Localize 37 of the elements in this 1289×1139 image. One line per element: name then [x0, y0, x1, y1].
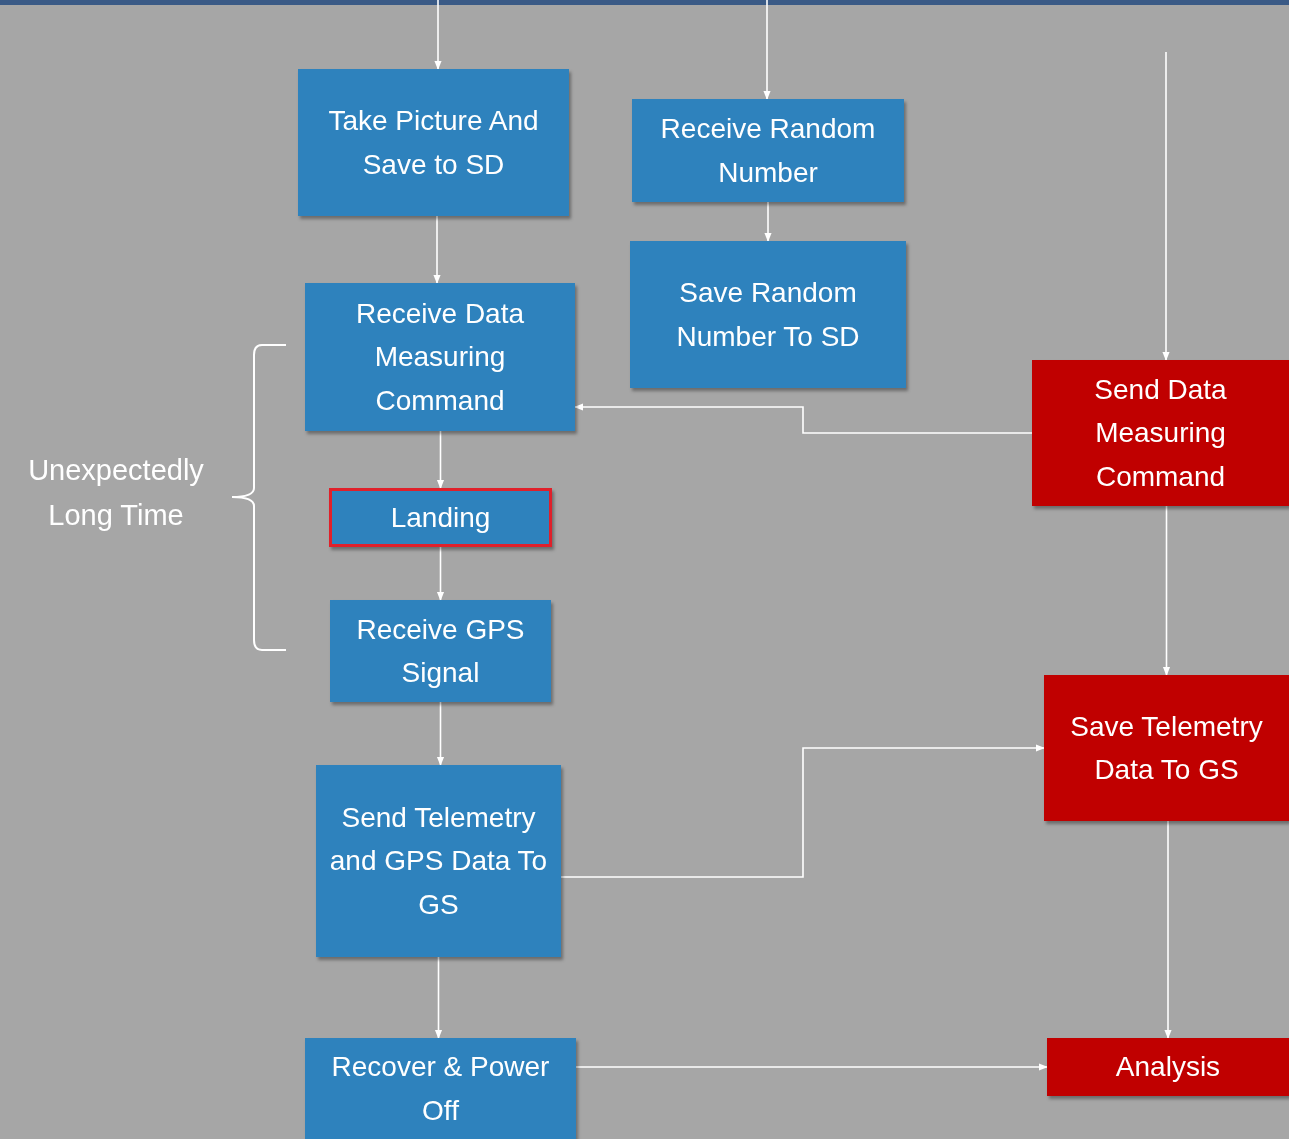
- arrow: [1162, 51, 1170, 361]
- box-label: Send Data Measuring Command: [1093, 372, 1228, 494]
- box-label: Take Picture And Save to SD: [327, 104, 540, 182]
- arrow: [436, 701, 445, 766]
- process-box: [1044, 675, 1289, 821]
- box-label: Receive Data Measuring Command: [354, 296, 526, 418]
- arrow: [764, 201, 772, 242]
- box-label: Analysis: [1115, 1050, 1221, 1085]
- arrow: [434, 0, 442, 70]
- bracket-label: Unexpectedly Long Time: [27, 453, 205, 533]
- box-label: Receive Random Number: [659, 112, 877, 190]
- arrow: [433, 215, 441, 284]
- arrow: [574, 403, 1033, 434]
- process-box: [329, 488, 552, 547]
- arrow: [575, 1063, 1048, 1071]
- process-box: [1047, 1038, 1289, 1096]
- box-label: Save Telemetry Data To GS: [1069, 709, 1264, 787]
- process-box: [305, 1038, 576, 1139]
- arrow: [1162, 505, 1171, 676]
- arrow: [560, 744, 1045, 878]
- box-label: Receive GPS Signal: [355, 612, 526, 690]
- arrow: [1164, 820, 1172, 1039]
- process-box: [630, 241, 906, 388]
- process-box: [1032, 360, 1289, 506]
- arrow: [434, 956, 443, 1039]
- process-box: [316, 765, 561, 957]
- process-box: [330, 600, 551, 702]
- process-box: [305, 283, 575, 431]
- box-label: Save Random Number To SD: [675, 276, 861, 354]
- arrow: [436, 430, 445, 489]
- box-label: Send Telemetry and GPS Data To GS: [328, 800, 549, 922]
- arrow: [763, 0, 771, 100]
- box-label: Recover & Power Off: [330, 1050, 551, 1128]
- arrow: [436, 546, 445, 601]
- box-label: Landing: [390, 500, 491, 535]
- process-box: [298, 69, 569, 216]
- process-box: [632, 99, 904, 202]
